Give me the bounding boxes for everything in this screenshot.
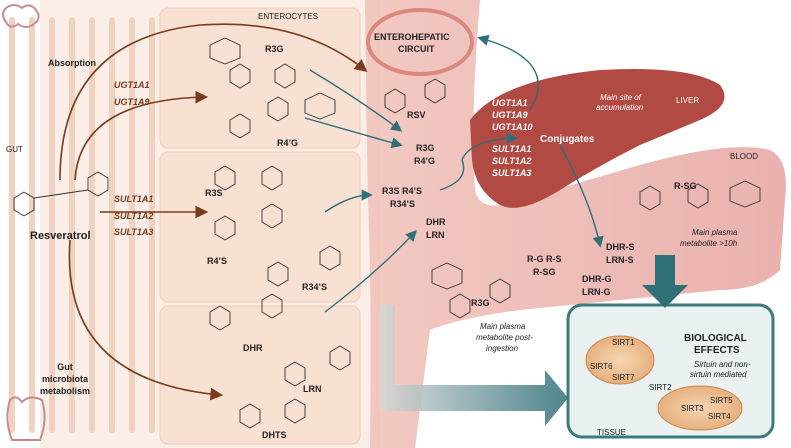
- metabolite-r3g: R3G: [265, 44, 284, 54]
- circ-dhr: DHR: [426, 217, 446, 227]
- metabolite-r4s: R4’S: [207, 256, 228, 266]
- sirt4-label: SIRT4: [708, 412, 731, 421]
- bio-note-2: sirtuin mediated: [690, 370, 747, 379]
- liver-ugt1a10: UGT1A10: [492, 122, 533, 132]
- liver-label: LIVER: [676, 96, 700, 105]
- absorption-label: Absorption: [48, 58, 96, 68]
- liver-sult1a2: SULT1A2: [492, 156, 532, 166]
- metabolite-r3s: R3S: [205, 188, 223, 198]
- circ-r34s: R34’S: [390, 199, 416, 209]
- circ-lrn: LRN: [426, 230, 445, 240]
- enzyme-ugt1a9: UGT1A9: [114, 97, 150, 107]
- blood-note-1: Main plasma: [692, 228, 738, 237]
- arrow-r4s-vessel: [324, 189, 373, 213]
- arrow-r3g-vessel: [309, 69, 403, 132]
- metabolite-dhr: DHR: [243, 343, 263, 353]
- absorption-arrow: [59, 23, 368, 181]
- arrow-r4g-vessel: [304, 117, 403, 149]
- metabolite-r4g: R4’G: [277, 138, 299, 148]
- gut-microbiota-label-3: metabolism: [39, 386, 90, 396]
- metabolite-dhts: DHTS: [262, 430, 287, 440]
- arrow-to-conjugates: [439, 132, 518, 191]
- circ-lrn-s: LRN-S: [606, 255, 634, 265]
- plasma-note-1: Main plasma: [480, 322, 526, 331]
- bio-effects-label-1: BIOLOGICAL: [684, 333, 747, 344]
- enterocytes-label: ENTEROCYTES: [258, 12, 319, 21]
- arrow-dhr-vessel: [324, 229, 417, 313]
- enzyme-sult1a1: SULT1A1: [114, 194, 154, 204]
- circ-r3s-r4s: R3S R4’S: [382, 186, 423, 196]
- sirt3-label: SIRT3: [681, 404, 704, 413]
- mitochondrion-1: [585, 335, 655, 385]
- sirt2-label: SIRT2: [649, 383, 672, 392]
- plasma-r3g: R3G: [471, 298, 490, 308]
- sirt5-label: SIRT5: [710, 396, 733, 405]
- plasma-note-3: ingestion: [486, 344, 519, 353]
- circ-r-sg: R-SG: [533, 267, 556, 277]
- liver-sult1a3: SULT1A3: [492, 168, 532, 178]
- enterocyte-region: [9, 0, 380, 448]
- blood-note-2: metabolite >10h: [680, 239, 738, 248]
- to-tissue-arrow: [380, 305, 568, 426]
- arrow-to-enterohepatic: [477, 34, 539, 111]
- blood-r-sg: R-SG: [674, 181, 697, 191]
- mitochondrion-2: [657, 385, 743, 431]
- liver-ugt1a1: UGT1A1: [492, 98, 528, 108]
- circ-r4g: R4’G: [414, 156, 436, 166]
- intestine-icon: [2, 4, 46, 441]
- gut-microbiota-label-2: microbiota: [41, 374, 88, 384]
- circ-dhr-s: DHR-S: [606, 242, 635, 252]
- enterohepatic-label-2: CIRCUIT: [398, 44, 435, 54]
- liver-sult1a1: SULT1A1: [492, 144, 532, 154]
- enzyme-sult1a2: SULT1A2: [114, 211, 154, 221]
- molecule-sketches: [13, 37, 761, 429]
- liver-note-1: Main site of: [600, 93, 641, 102]
- sirt7-label: SIRT7: [612, 373, 635, 382]
- sirt6-label: SIRT6: [590, 362, 613, 371]
- enzyme-sult1a3: SULT1A3: [114, 227, 154, 237]
- sirt1-label: SIRT1: [612, 338, 635, 347]
- bio-note-1: Sirtuin and non-: [694, 360, 751, 369]
- metabolite-rsv: RSV: [407, 110, 426, 120]
- circ-r3g: R3G: [416, 143, 435, 153]
- bio-effects-label-2: EFFECTS: [694, 345, 740, 356]
- conjugates-label: Conjugates: [540, 134, 595, 145]
- arrow-conjugates-blood: [559, 144, 604, 248]
- enzyme-ugt1a1: UGT1A1: [114, 80, 150, 90]
- gut-microbiota-label-1: Gut: [57, 362, 73, 372]
- resveratrol-label: Resveratrol: [30, 230, 91, 242]
- circ-lrn-g: LRN-G: [582, 287, 611, 297]
- liver-ugt1a9: UGT1A9: [492, 110, 528, 120]
- arrow-to-dhts: [68, 239, 224, 401]
- circ-rg-rs: R-G R-S: [527, 254, 562, 264]
- metabolite-r34s: R34’S: [302, 282, 328, 292]
- blood-to-tissue-arrow: [642, 255, 688, 308]
- plasma-note-2: metabolite post-: [476, 333, 533, 342]
- liver-note-2: accumulation: [596, 103, 644, 112]
- enterohepatic-ring: [366, 8, 474, 76]
- arrow-to-r4g: [74, 90, 209, 181]
- metabolite-lrn: LRN: [303, 384, 322, 394]
- gut-label: GUT: [6, 145, 23, 154]
- blood-label: BLOOD: [730, 152, 759, 161]
- enterohepatic-label-1: ENTEROHEPATIC: [374, 32, 450, 42]
- tissue-label: TISSUE: [597, 428, 626, 437]
- circ-dhr-g: DHR-G: [582, 274, 612, 284]
- blood-vessel: [365, 0, 786, 448]
